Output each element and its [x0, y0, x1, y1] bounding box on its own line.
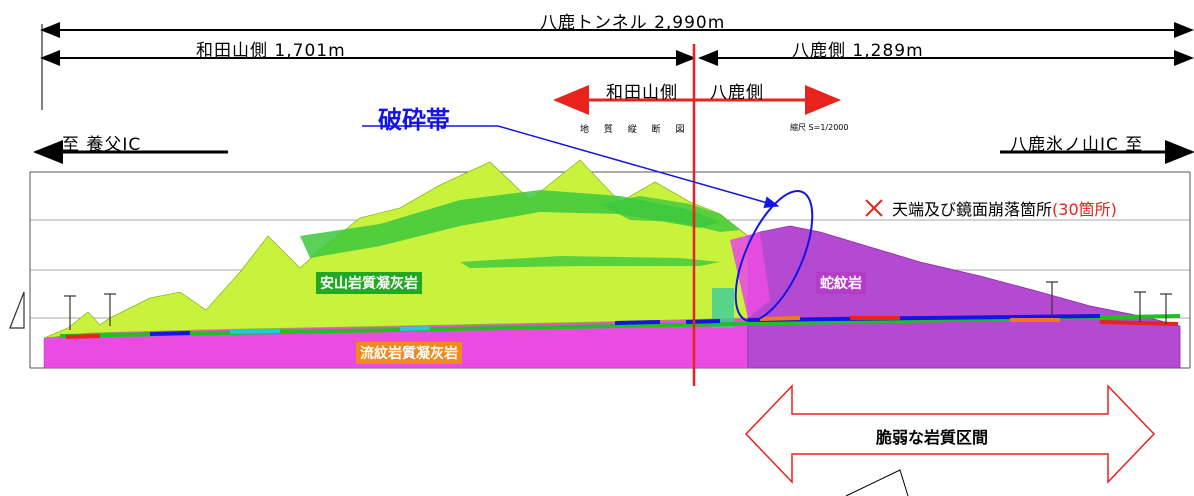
- andesite-tuff-layer: [43, 159, 749, 339]
- green-band-right: [600, 196, 740, 232]
- weak-section-pointer: [845, 469, 909, 496]
- collapse-legend-count: (30箇所): [1052, 200, 1117, 219]
- center-right-label: 八鹿側: [710, 83, 764, 103]
- left-direction-label: 至 養父IC: [62, 135, 142, 155]
- section-title: 地 質 縦 断 図: [580, 125, 691, 135]
- collapse-mark-icon: [865, 199, 883, 217]
- collapse-legend-text: 天端及び鏡面崩落箇所: [892, 200, 1053, 219]
- tunnel-total-length: 八鹿トンネル 2,990m: [540, 13, 726, 33]
- fault-zone-pointer: [362, 125, 780, 209]
- andesite-tuff-label: 安山岩質凝灰岩: [316, 272, 422, 294]
- green-band-lower: [460, 256, 720, 268]
- center-left-label: 和田山側: [606, 83, 678, 103]
- fault-zone-label: 破砕帯: [378, 106, 450, 134]
- tunnel-alignment: [59, 314, 1181, 339]
- serpentinite-magenta-zone: [730, 232, 770, 318]
- weak-section-arrow: [744, 384, 1156, 484]
- rhyolite-tuff-label: 流紋岩質凝灰岩: [356, 342, 462, 364]
- fault-cyan-block: [712, 288, 734, 328]
- scale-label: 縮尺 S=1/2000: [790, 123, 849, 132]
- yoka-side-length: 八鹿側 1,289m: [792, 41, 924, 61]
- right-direction-label: 八鹿氷ノ山IC 至: [1010, 135, 1144, 155]
- weak-section-label: 脆弱な岩質区間: [876, 428, 989, 447]
- serpentinite-layer: [747, 225, 1181, 369]
- portal-lights: [9, 281, 1172, 330]
- dimension-lines: [40, 22, 1194, 110]
- serpentinite-label: 蛇紋岩: [816, 272, 866, 294]
- fault-zone-ellipse: [734, 190, 814, 322]
- collapse-legend: 天端及び鏡面崩落箇所(30箇所): [892, 196, 1117, 220]
- wadayama-side-length: 和田山側 1,701m: [196, 41, 346, 61]
